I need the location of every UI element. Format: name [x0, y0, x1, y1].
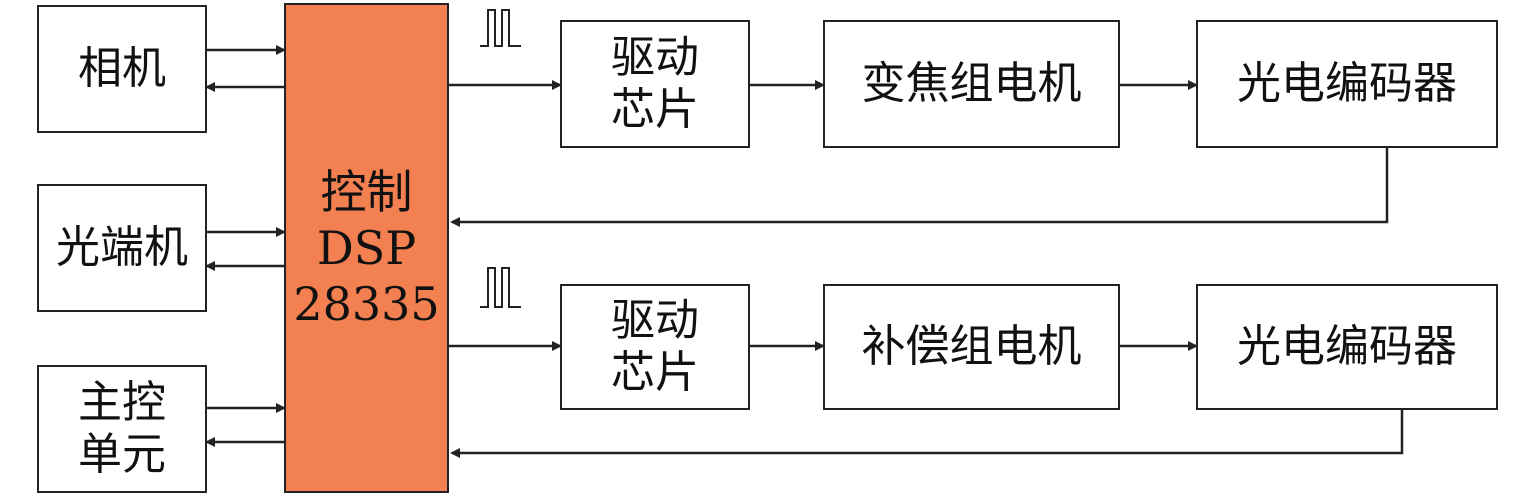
encoder-bottom-label: 光电编码器 — [1237, 321, 1457, 372]
dsp-label-line1: 控制 — [320, 165, 413, 219]
zoom-motor-block: 变焦组电机 — [823, 20, 1120, 148]
encoder-bottom-block: 光电编码器 — [1196, 284, 1498, 410]
optical-terminal-label: 光端机 — [56, 222, 188, 273]
encoder-top-block: 光电编码器 — [1196, 20, 1498, 148]
dsp-label-line2: DSP — [316, 221, 417, 275]
driver-top-label-line1: 驱动 — [611, 32, 699, 83]
master-control-label-line1: 主控 — [78, 377, 166, 428]
encoder-top-label: 光电编码器 — [1237, 58, 1457, 109]
zoom-motor-label: 变焦组电机 — [861, 58, 1082, 109]
optical-terminal-block: 光端机 — [37, 184, 207, 312]
driver-chip-bottom-block: 驱动 芯片 — [560, 284, 750, 410]
dsp-controller-block: 控制 DSP 28335 — [284, 3, 449, 493]
camera-label: 相机 — [78, 43, 166, 94]
driver-bottom-label-line1: 驱动 — [611, 295, 699, 346]
encoder-top-feedback-arrow — [450, 148, 1389, 227]
driver-chip-top-block: 驱动 芯片 — [560, 20, 750, 148]
encoder-bottom-feedback-arrow — [450, 410, 1404, 458]
pulse-icon-top — [480, 9, 521, 47]
master-control-label-line2: 单元 — [78, 429, 166, 480]
compensation-motor-label: 补偿组电机 — [861, 321, 1082, 372]
dsp-label-line3: 28335 — [293, 277, 440, 331]
camera-block: 相机 — [37, 5, 207, 133]
pulse-icon-bottom — [480, 267, 521, 308]
driver-top-label-line2: 芯片 — [611, 84, 699, 135]
master-control-block: 主控 单元 — [37, 365, 207, 493]
driver-bottom-label-line2: 芯片 — [611, 347, 699, 398]
compensation-motor-block: 补偿组电机 — [823, 284, 1120, 410]
